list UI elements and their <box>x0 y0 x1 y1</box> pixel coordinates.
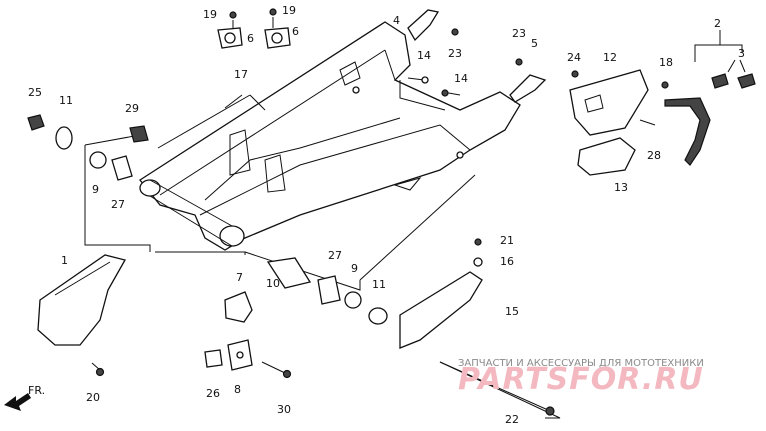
label-30: 30 <box>277 403 291 416</box>
label-7: 7 <box>236 271 243 284</box>
label-10: 10 <box>266 277 280 290</box>
label-26: 26 <box>206 387 220 400</box>
clip-29 <box>129 125 149 143</box>
watermark-brand: PARTSFOR.RU <box>458 362 704 397</box>
label-9b: 9 <box>351 262 358 275</box>
label-28: 28 <box>647 149 661 162</box>
clamp-6a <box>217 11 243 49</box>
label-1: 1 <box>61 254 68 267</box>
axle-bolt-22 <box>439 361 555 416</box>
bolt-23a <box>451 28 459 36</box>
bolt-20 <box>91 362 105 377</box>
label-8: 8 <box>234 383 241 396</box>
label-14b: 14 <box>454 72 468 85</box>
label-6a: 6 <box>247 32 254 45</box>
link-3b <box>737 73 756 89</box>
bolt-30 <box>261 361 292 379</box>
label-20: 20 <box>86 391 100 404</box>
label-19a: 19 <box>203 8 217 21</box>
label-29: 29 <box>125 102 139 115</box>
bracket-5 <box>509 74 547 103</box>
label-27a: 27 <box>111 198 125 211</box>
label-11a: 11 <box>59 94 73 107</box>
bolt-23b <box>515 58 523 66</box>
label-11b: 11 <box>372 278 386 291</box>
label-27b: 27 <box>328 249 342 262</box>
label-17: 17 <box>234 68 248 81</box>
fr-label: FR. <box>28 384 45 397</box>
chain-2 <box>664 97 711 166</box>
block-13 <box>577 137 636 176</box>
washer-11a <box>55 126 73 150</box>
label-9a: 9 <box>92 183 99 196</box>
swingarm <box>139 21 521 251</box>
guard-12 <box>569 69 649 136</box>
bracket-4 <box>407 9 440 42</box>
label-25: 25 <box>28 86 42 99</box>
pipe-10 <box>266 257 312 289</box>
collar-27a <box>111 155 133 181</box>
label-2: 2 <box>714 17 721 30</box>
slider-15 <box>399 271 483 349</box>
watermark-tagline: ЗАПЧАСТИ И АКСЕССУАРЫ ДЛЯ МОТОТЕХНИКИ <box>458 358 704 369</box>
bushing-9b <box>344 291 362 309</box>
label-14a: 14 <box>417 49 431 62</box>
case-1 <box>37 254 126 346</box>
bolt-21 <box>474 238 482 246</box>
label-13: 13 <box>614 181 628 194</box>
label-3: 3 <box>738 47 745 60</box>
bolt-18 <box>661 81 669 89</box>
screw-28 <box>639 119 656 126</box>
part-7 <box>224 291 253 323</box>
label-21: 21 <box>500 234 514 247</box>
label-4: 4 <box>393 14 400 27</box>
bushing-9a <box>89 151 107 169</box>
label-23a: 23 <box>448 47 462 60</box>
label-18: 18 <box>659 56 673 69</box>
bolt-14a <box>407 76 429 84</box>
label-12: 12 <box>603 51 617 64</box>
label-15: 15 <box>505 305 519 318</box>
label-16: 16 <box>500 255 514 268</box>
label-5: 5 <box>531 37 538 50</box>
label-6b: 6 <box>292 25 299 38</box>
front-arrow: FR. <box>4 384 45 411</box>
label-19b: 19 <box>282 4 296 17</box>
collar-27b <box>317 275 341 305</box>
label-24: 24 <box>567 51 581 64</box>
bolt-14b <box>441 89 461 97</box>
leader-lines <box>84 30 746 419</box>
link-3a <box>711 73 729 89</box>
part-labels: 19 6 19 6 4 23 23 5 14 14 17 25 11 29 9 … <box>28 4 745 426</box>
bolt-24 <box>571 70 579 78</box>
label-23b: 23 <box>512 27 526 40</box>
cap-25 <box>27 114 45 131</box>
nut-16 <box>473 257 483 267</box>
part-26 <box>204 349 223 368</box>
washer-11b <box>368 307 388 325</box>
label-22: 22 <box>505 413 519 426</box>
clamp-6b <box>264 8 291 49</box>
